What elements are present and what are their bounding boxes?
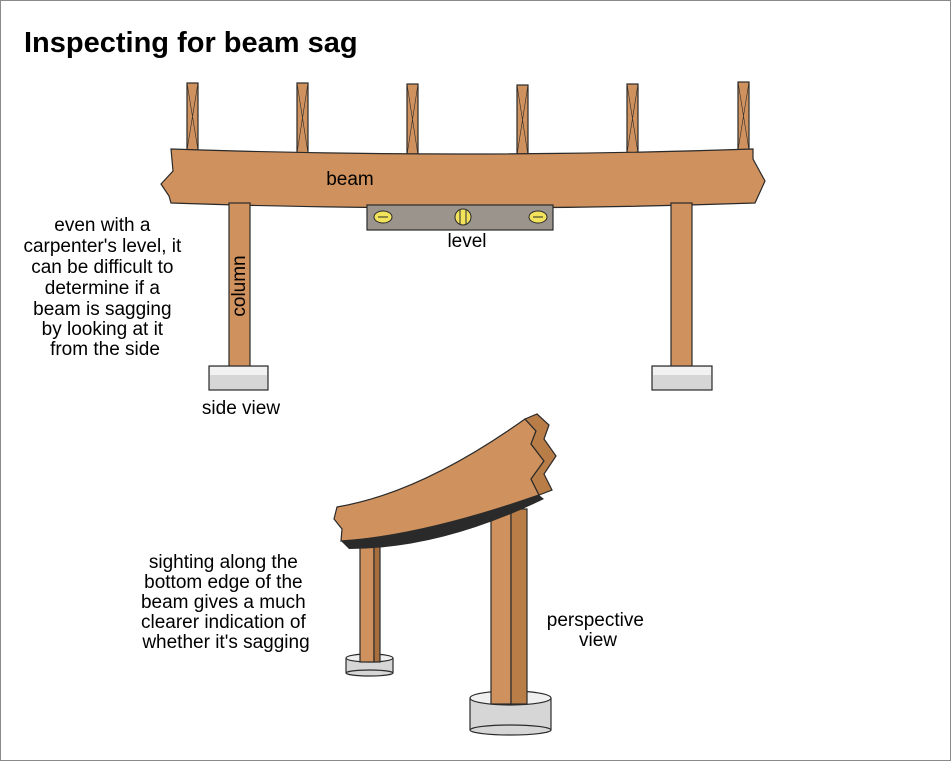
level-label: level: [447, 231, 486, 252]
perspective-beam: [333, 413, 557, 549]
right-footing: [651, 365, 713, 391]
joist: [516, 84, 529, 156]
left-footing: [208, 365, 269, 391]
joist: [186, 82, 199, 151]
near-column: [490, 508, 528, 705]
perspective-view-label: perspective view: [547, 610, 649, 651]
perspective-view-illustration: perspective view sighting along the bott…: [141, 413, 649, 736]
joist: [737, 81, 750, 151]
joist: [626, 83, 639, 154]
diagram-title: Inspecting for beam sag: [24, 27, 358, 59]
side-view-illustration: beam level column side view even with a …: [23, 81, 766, 419]
far-column: [359, 541, 381, 663]
joist: [296, 82, 309, 154]
column-label: column: [229, 255, 250, 316]
perspective-view-note: sighting along the bottom edge of the be…: [141, 552, 311, 653]
side-view-note: even with a carpenter's level, it can be…: [23, 215, 186, 360]
beam-label: beam: [326, 169, 374, 190]
joists: [186, 81, 750, 156]
side-view-label: side view: [202, 398, 280, 419]
right-column: [670, 202, 693, 369]
joist: [406, 83, 419, 156]
carpenters-level: [366, 204, 554, 231]
beam: [160, 148, 766, 209]
